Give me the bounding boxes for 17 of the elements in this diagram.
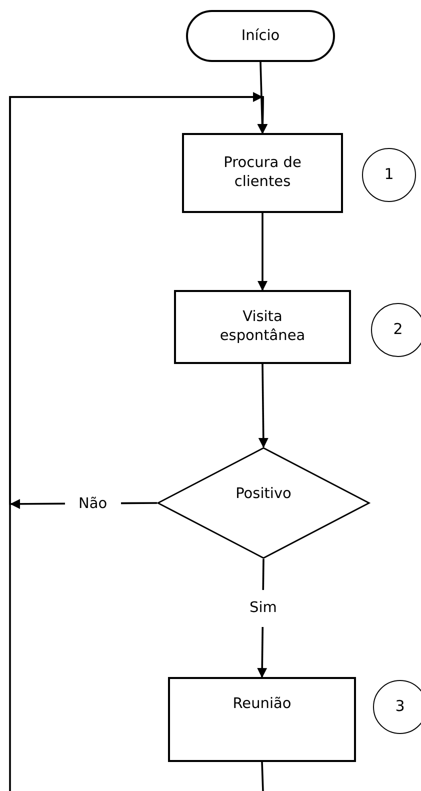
process-label: Reunião [232,695,292,714]
step-number: 3 [395,697,405,717]
step-number: 2 [393,320,403,340]
step-number-circle [362,148,416,202]
terminal-shape [186,10,335,62]
process-box [168,677,356,762]
step-number: 1 [384,165,394,185]
process-box [174,290,351,364]
edge-label: Sim [250,590,277,627]
process-box [182,133,343,213]
process-label: Procura de clientes [222,154,302,192]
step-number-circle [371,303,421,357]
step-number-circle [373,680,421,734]
process-label: Visita espontânea [218,308,306,346]
terminal-label: Início [241,26,280,46]
decision-label: Positivo [236,485,292,504]
decision-diamond [157,447,370,559]
